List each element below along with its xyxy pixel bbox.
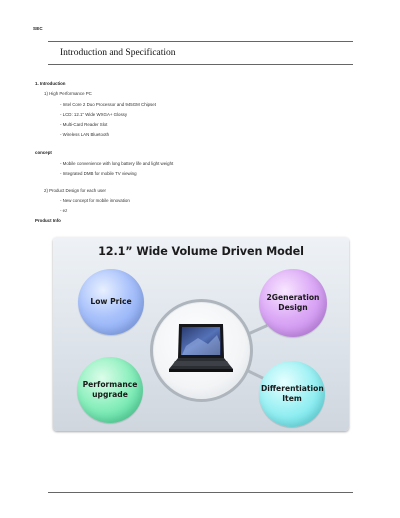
list-item: - Integrated DMB for mobile TV viewing xyxy=(60,171,137,176)
title-rule xyxy=(48,64,353,65)
laptop-icon xyxy=(169,324,233,372)
second-gen-label: 2Generation Design xyxy=(266,293,320,312)
center-ring xyxy=(150,299,253,402)
low-price-bubble: Low Price xyxy=(78,269,144,335)
intro-heading: 1. Introduction xyxy=(35,81,66,86)
second-gen-bubble: 2Generation Design xyxy=(259,269,327,337)
performance-bubble: Performance upgrade xyxy=(77,357,143,423)
differentiation-label: Differentiation Item xyxy=(261,384,324,403)
subheading-1: 1) High Performance PC xyxy=(44,91,92,96)
performance-label: Performance upgrade xyxy=(82,380,138,399)
list-item: - ez xyxy=(60,208,68,213)
low-price-label: Low Price xyxy=(90,297,132,306)
list-item: - Intel Core 2 Duo Processor and 945GM C… xyxy=(60,102,156,107)
banner-title: 12.1” Wide Volume Driven Model xyxy=(98,245,304,258)
list-item: - Multi-Card Reader Slot xyxy=(60,122,108,127)
section-title: Introduction and Specification xyxy=(60,48,176,58)
concept-label: concept xyxy=(35,150,52,155)
footer-rule xyxy=(48,492,353,493)
product-info-label: Product Info xyxy=(35,218,61,223)
concept-banner: 12.1” Wide Volume Driven Model Low Price xyxy=(53,237,349,431)
list-item: - Mobile convenience with long battery l… xyxy=(60,161,174,166)
list-item: - New concept for mobile innovation xyxy=(60,198,130,203)
list-item: - LCD: 12.1" Wide WXGA+ Glossy xyxy=(60,112,128,117)
subheading-2: 2) Product Design for each user xyxy=(44,188,106,193)
brand-label: SEC xyxy=(33,26,43,31)
top-rule xyxy=(48,41,353,42)
differentiation-bubble: Differentiation Item xyxy=(259,361,325,427)
list-item: - Wireless LAN Bluetooth xyxy=(60,132,110,137)
